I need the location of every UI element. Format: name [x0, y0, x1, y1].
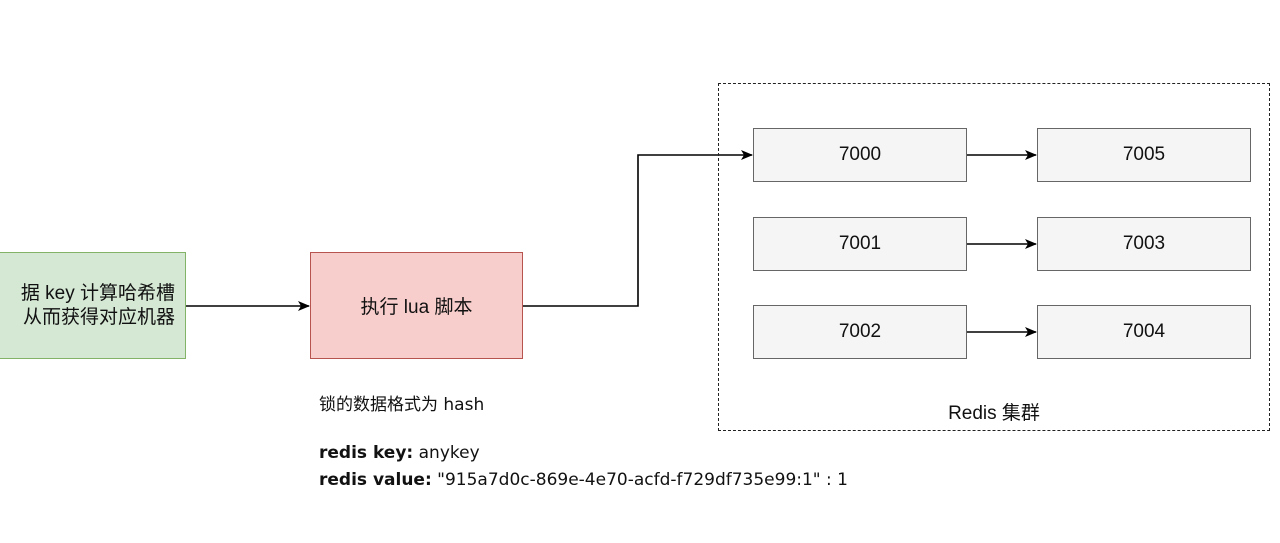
arrow-script-to-7000	[523, 150, 753, 307]
hash-slot-line-1: 据 key 计算哈希槽	[20, 282, 175, 304]
node-7003-label: 7003	[1122, 233, 1166, 254]
redis-key-value: anykey	[413, 443, 480, 463]
hash-slot-box: 据 key 计算哈希槽 从而获得对应机器	[0, 252, 186, 359]
node-7005: 7005	[1037, 128, 1251, 182]
redis-value-line: redis value: "915a7d0c-869e-4e70-acfd-f7…	[319, 470, 848, 490]
hash-slot-line-2: 从而获得对应机器	[22, 306, 175, 328]
node-7002-label: 7002	[838, 321, 882, 342]
lua-script-box: 执行 lua 脚本	[310, 252, 523, 359]
redis-value-value: "915a7d0c-869e-4e70-acfd-f729df735e99:1"…	[431, 470, 848, 490]
node-7004-label: 7004	[1122, 321, 1166, 342]
lua-script-label: 执行 lua 脚本	[360, 297, 473, 318]
node-7003: 7003	[1037, 217, 1251, 271]
node-7002: 7002	[753, 305, 967, 359]
redis-cluster-group	[718, 83, 1270, 431]
node-7004: 7004	[1037, 305, 1251, 359]
node-7001-label: 7001	[838, 233, 882, 254]
redis-key-line: redis key: anykey	[319, 443, 480, 463]
node-7000: 7000	[753, 128, 967, 182]
node-7001: 7001	[753, 217, 967, 271]
redis-value-label: redis value:	[319, 470, 432, 490]
redis-key-label: redis key:	[319, 443, 414, 463]
redis-cluster-label: Redis 集群	[948, 403, 1040, 424]
node-7000-label: 7000	[838, 144, 882, 165]
node-7005-label: 7005	[1122, 144, 1166, 165]
lock-format-note: 锁的数据格式为 hash	[319, 395, 485, 415]
